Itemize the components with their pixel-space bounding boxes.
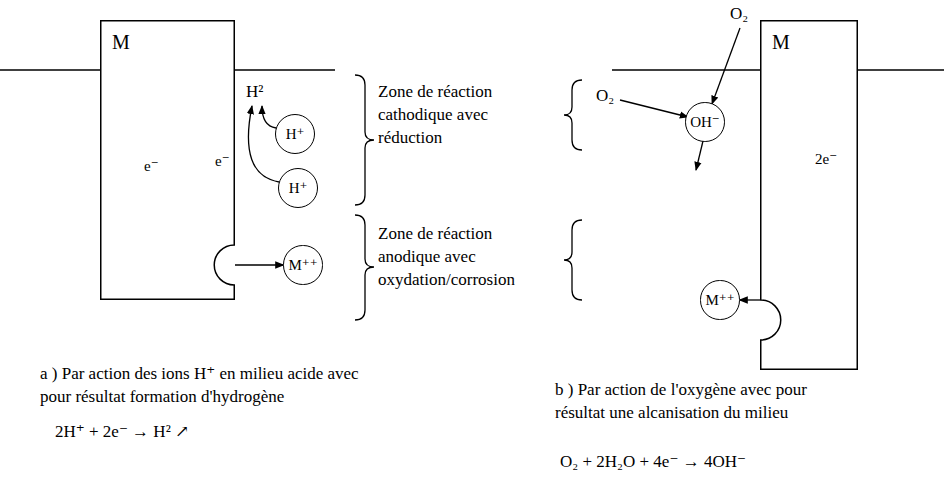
ion-label: H⁺: [289, 180, 308, 197]
species-label: O₂: [730, 2, 748, 25]
zone-label: Zone de réaction anodique avec oxydation…: [378, 222, 543, 291]
ion-circle: H⁺: [275, 114, 315, 154]
water-surface: [235, 69, 335, 70]
metal-plate: M: [100, 20, 235, 300]
ion-circle: M⁺⁺: [700, 280, 739, 319]
reaction-arrow: [248, 106, 279, 182]
species-label: e⁻: [215, 150, 230, 173]
metal-label: M: [100, 20, 142, 64]
zone-brace: [564, 220, 582, 300]
zone-brace: [355, 75, 374, 205]
zone-brace: [355, 215, 374, 320]
ion-label: H⁺: [286, 126, 305, 143]
species-label: e⁻: [144, 155, 159, 178]
plate-outline-path: [761, 21, 858, 370]
ion-label: M⁺⁺: [288, 257, 317, 274]
plate-outline-path: [101, 21, 235, 300]
plate-outline: [760, 20, 858, 370]
plate-outline: [100, 20, 235, 300]
ion-circle: H⁺: [278, 168, 318, 208]
zone-brace: [564, 80, 582, 150]
reaction-equation: O₂ + 2H₂O + 4e⁻ → 4OH⁻: [560, 450, 746, 473]
zone-label: Zone de réaction cathodique avec réducti…: [378, 80, 543, 149]
metal-label: M: [760, 20, 802, 64]
ion-label: OH⁻: [690, 114, 720, 131]
figure-caption: a ) Par action des ions H⁺ en milieu aci…: [40, 362, 375, 408]
figure-caption: b ) Par action de l'oxygène avec pour ré…: [555, 378, 855, 424]
water-surface: [612, 69, 760, 70]
ion-circle: OH⁻: [685, 102, 725, 142]
ion-circle: M⁺⁺: [283, 245, 322, 284]
ion-release-arrow: [235, 264, 283, 265]
reaction-arrow: [262, 106, 276, 128]
species-label: H²: [246, 80, 263, 103]
ion-label: M⁺⁺: [705, 292, 734, 309]
reaction-arrow: [696, 141, 703, 170]
reaction-equation: 2H⁺ + 2e⁻ → H² ↗: [55, 420, 189, 443]
water-surface: [858, 69, 944, 70]
species-label: 2e⁻: [815, 148, 837, 171]
ion-release-arrow: [740, 299, 760, 300]
species-label: O₂: [596, 84, 614, 107]
reaction-arrow: [620, 100, 688, 117]
water-surface: [0, 69, 100, 70]
reaction-arrow: [712, 28, 740, 104]
metal-plate: M: [760, 20, 858, 370]
